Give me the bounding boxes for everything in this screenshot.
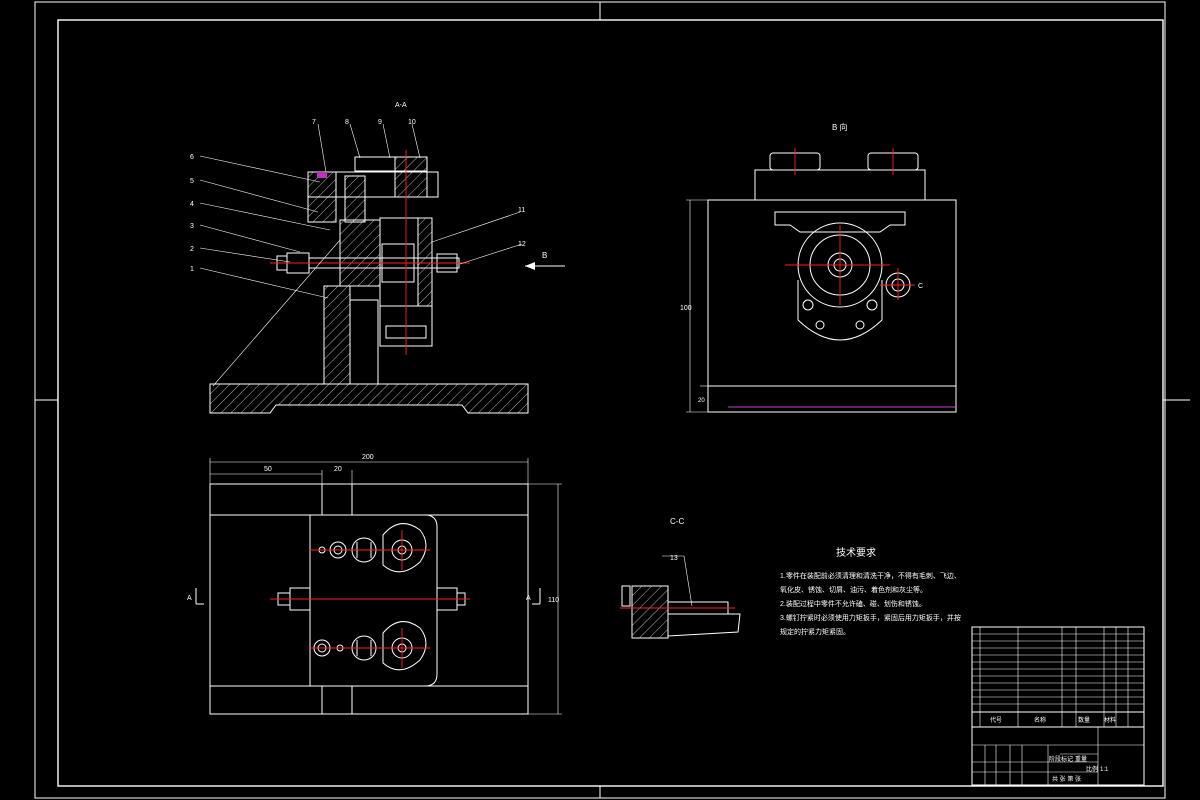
balloon-12: 12 <box>518 241 526 248</box>
dim-overall-width: 200 <box>362 454 374 461</box>
balloon-4: 4 <box>190 201 194 208</box>
section-cc-title: C-C <box>670 517 684 526</box>
balloon-5: 5 <box>190 178 194 185</box>
balloon-7: 7 <box>312 119 316 126</box>
top-view: 200 50 20 <box>187 454 562 715</box>
sheet-border <box>34 1 1190 799</box>
dim-20: 20 <box>334 466 342 473</box>
balloon-13: 13 <box>670 555 678 562</box>
balloon-8: 8 <box>345 119 349 126</box>
title-block: 代号 名称 数量 材料 阶段标记 重量 比例 1:1 共 张 第 张 <box>971 626 1145 786</box>
tech-req-line-2: 氧化皮、锈蚀、切屑、油污、着色剂和灰尘等。 <box>780 585 927 594</box>
balloon-3: 3 <box>190 223 194 230</box>
header-material: 材料 <box>1104 716 1116 724</box>
row-scale: 比例 <box>1086 765 1098 773</box>
balloon-9: 9 <box>378 119 382 126</box>
row-weight: 重量 <box>1075 755 1087 763</box>
section-view-aa: A-A <box>190 102 565 414</box>
balloon-1: 1 <box>190 266 194 273</box>
technical-requirements: 技术要求 1.零件在装配前必须清理和清洗干净，不得有毛刺、飞边、 氧化皮、锈蚀、… <box>780 546 961 636</box>
row-stage: 阶段标记 <box>1049 755 1073 763</box>
header-qty: 数量 <box>1078 716 1090 724</box>
section-aa-title: A-A <box>395 102 407 109</box>
section-view-cc: C-C 13 <box>620 517 741 639</box>
header-code: 代号 <box>990 716 1002 724</box>
balloon-6: 6 <box>190 154 194 161</box>
view-b-title: B 向 <box>832 122 848 132</box>
dim-base: 20 <box>698 398 705 404</box>
view-arrow-b-label: B <box>542 251 547 260</box>
dim-view-b-height: 100 <box>680 305 692 312</box>
row-sheet: 共 张 第 张 <box>1052 775 1081 783</box>
scale-value: 1:1 <box>1100 767 1109 773</box>
view-b: B 向 C 100 20 <box>680 122 957 413</box>
balloon-11: 11 <box>518 207 525 214</box>
section-mark-c-label: C <box>918 283 923 290</box>
header-name: 名称 <box>1034 716 1046 724</box>
dim-50: 50 <box>264 466 272 473</box>
tech-req-line-1: 1.零件在装配前必须清理和清洗干净，不得有毛刺、飞边、 <box>780 571 961 580</box>
section-mark-a-left: A <box>187 595 192 602</box>
balloon-labels: 6 5 4 3 2 1 7 8 9 10 11 12 <box>190 119 526 273</box>
tech-req-line-3: 2.装配过程中零件不允许磕、碰、划伤和锈蚀。 <box>780 599 926 608</box>
balloon-2: 2 <box>190 246 194 253</box>
balloon-10: 10 <box>408 119 416 126</box>
tech-req-line-5: 规定的拧紧力矩紧固。 <box>780 627 850 636</box>
tech-req-line-4: 3.螺钉拧紧时必须使用力矩扳手，紧固后用力矩扳手，并按 <box>780 613 961 622</box>
section-mark-a-right: A <box>526 595 531 602</box>
dim-side-height: 110 <box>548 597 559 604</box>
tech-req-title: 技术要求 <box>836 546 876 559</box>
